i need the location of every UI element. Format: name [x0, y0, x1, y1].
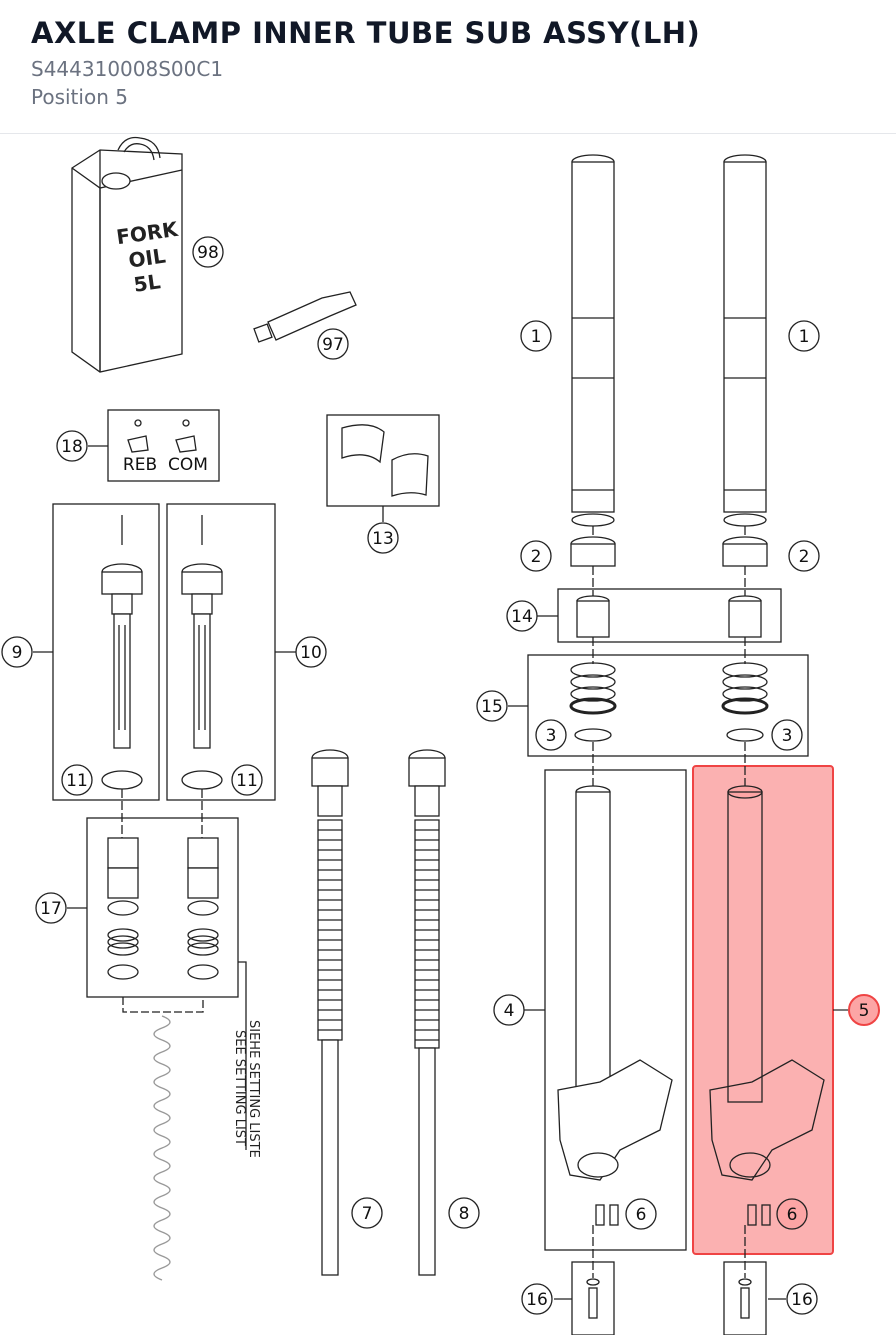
callout-13[interactable]: 13 — [367, 522, 399, 554]
fork-oil-can: FORK OIL 5L — [71, 136, 183, 373]
part-header: AXLE CLAMP INNER TUBE SUB ASSY(LH) S4443… — [0, 0, 896, 134]
axle-bolt-right — [723, 1261, 767, 1335]
callout-1-left[interactable]: 1 — [520, 320, 552, 352]
position-label: Position 5 — [31, 85, 128, 109]
callout-2-left[interactable]: 2 — [520, 540, 552, 572]
assembly-lines — [121, 526, 746, 1278]
bushing-2-right — [722, 536, 768, 567]
damper-cartridge-right — [166, 503, 276, 801]
seal-kit-box — [527, 654, 809, 757]
setting-note-en: SEE SETTING LIST — [232, 1030, 247, 1146]
callout-8[interactable]: 8 — [448, 1197, 480, 1229]
callout-11-right[interactable]: 11 — [231, 764, 263, 796]
svg-text:7: 7 — [362, 1204, 373, 1224]
callout-98[interactable]: 98 — [192, 236, 224, 268]
fork-spring — [153, 1015, 171, 1281]
svg-text:2: 2 — [799, 547, 810, 567]
svg-text:14: 14 — [511, 607, 533, 627]
callout-7[interactable]: 7 — [351, 1197, 383, 1229]
leader-lines — [33, 445, 848, 1300]
svg-text:97: 97 — [322, 335, 344, 355]
callout-6-left[interactable]: 6 — [625, 1198, 657, 1230]
axle-bolt-left — [571, 1261, 615, 1335]
svg-text:8: 8 — [459, 1204, 470, 1224]
callout-10[interactable]: 10 — [295, 636, 327, 668]
callout-2-right[interactable]: 2 — [788, 540, 820, 572]
svg-text:2: 2 — [531, 547, 542, 567]
cartridge-7 — [311, 749, 349, 1276]
callout-5[interactable]: 5 — [848, 994, 880, 1026]
inner-tube-rh — [544, 769, 687, 1251]
callout-17[interactable]: 17 — [35, 892, 67, 924]
bushing-2-left — [570, 536, 616, 567]
svg-text:13: 13 — [372, 529, 394, 549]
callout-4[interactable]: 4 — [493, 994, 525, 1026]
page-title: AXLE CLAMP INNER TUBE SUB ASSY(LH) — [31, 16, 701, 50]
damper-cartridge-left — [52, 503, 160, 801]
svg-text:5: 5 — [859, 1001, 870, 1021]
bushing-kit-box — [557, 588, 782, 643]
grease-tube — [253, 291, 357, 343]
svg-text:3: 3 — [782, 726, 793, 746]
part-number: S444310008S00C1 — [31, 57, 224, 81]
svg-text:18: 18 — [61, 437, 83, 457]
cartridge-8 — [408, 749, 446, 1276]
sticker-set-box — [326, 414, 440, 522]
highlight-position-5[interactable] — [692, 765, 834, 1255]
adjuster-kit-box: REB COM — [107, 409, 220, 482]
svg-text:17: 17 — [40, 899, 62, 919]
callout-6-right[interactable]: 6 — [776, 1198, 808, 1230]
callout-97[interactable]: 97 — [317, 328, 349, 360]
svg-text:6: 6 — [636, 1205, 647, 1225]
svg-text:11: 11 — [236, 771, 258, 791]
svg-text:1: 1 — [799, 327, 810, 347]
callout-16-right[interactable]: 16 — [786, 1283, 818, 1315]
svg-text:98: 98 — [197, 243, 219, 263]
svg-text:16: 16 — [791, 1290, 813, 1310]
svg-text:10: 10 — [300, 643, 322, 663]
outer-tube-right — [723, 154, 767, 527]
callout-18[interactable]: 18 — [56, 430, 88, 462]
svg-text:16: 16 — [526, 1290, 548, 1310]
svg-text:6: 6 — [787, 1205, 798, 1225]
oil-can-text-3: 5L — [132, 269, 162, 297]
callouts: 98 97 1 1 2 2 18 13 14 15 3 3 9 10 11 11… — [1, 236, 880, 1315]
outer-tube-left — [571, 154, 615, 527]
svg-text:3: 3 — [546, 726, 557, 746]
setting-note-de: SIEHE SETTING LISTE — [246, 1020, 261, 1158]
callout-3-left[interactable]: 3 — [535, 719, 567, 751]
callout-1-right[interactable]: 1 — [788, 320, 820, 352]
svg-text:15: 15 — [481, 697, 503, 717]
callout-16-left[interactable]: 16 — [521, 1283, 553, 1315]
seal-bushing-kit — [86, 817, 247, 1150]
inner-tube-lh[interactable] — [709, 785, 825, 1226]
svg-text:11: 11 — [66, 771, 88, 791]
callout-11-left[interactable]: 11 — [61, 764, 93, 796]
callout-3-right[interactable]: 3 — [771, 719, 803, 751]
callout-9[interactable]: 9 — [1, 636, 33, 668]
svg-text:9: 9 — [12, 643, 23, 663]
compression-label: COM — [168, 455, 208, 475]
svg-text:4: 4 — [504, 1001, 515, 1021]
rebound-label: REB — [123, 455, 157, 475]
callout-14[interactable]: 14 — [506, 600, 538, 632]
svg-text:1: 1 — [531, 327, 542, 347]
callout-15[interactable]: 15 — [476, 690, 508, 722]
exploded-parts-diagram: FORK OIL 5L REB COM — [1, 136, 880, 1335]
oil-can-text-2: OIL — [127, 244, 167, 273]
